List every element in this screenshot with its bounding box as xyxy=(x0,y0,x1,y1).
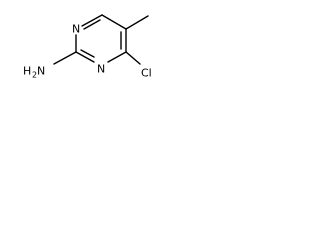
bond-c6-n1 xyxy=(81,14,103,27)
ring-nitrogen-bottom-label: N xyxy=(97,63,105,76)
atom-labels: N N Cl H 2 N xyxy=(23,23,152,80)
amine-h-label: H xyxy=(23,65,31,78)
amine-subscript-label: 2 xyxy=(32,71,37,80)
bond-c2-n3 xyxy=(75,51,95,63)
bond-c4-cl xyxy=(125,51,141,65)
chemical-structure: N N Cl H 2 N xyxy=(23,14,152,80)
bond-methyl xyxy=(125,15,149,30)
ring-nitrogen-top-label: N xyxy=(72,23,80,36)
bond-n3-c4 xyxy=(107,51,127,63)
bond-c2-n3-double xyxy=(80,49,95,58)
bond-c5-c6 xyxy=(101,14,127,30)
bond-c6-n1-double xyxy=(83,19,101,30)
amine-n-label: N xyxy=(37,65,45,78)
bonds xyxy=(53,14,149,65)
bond-c2-nh2 xyxy=(53,51,77,65)
amine-label: H 2 N xyxy=(23,65,45,80)
chlorine-label: Cl xyxy=(141,67,152,80)
